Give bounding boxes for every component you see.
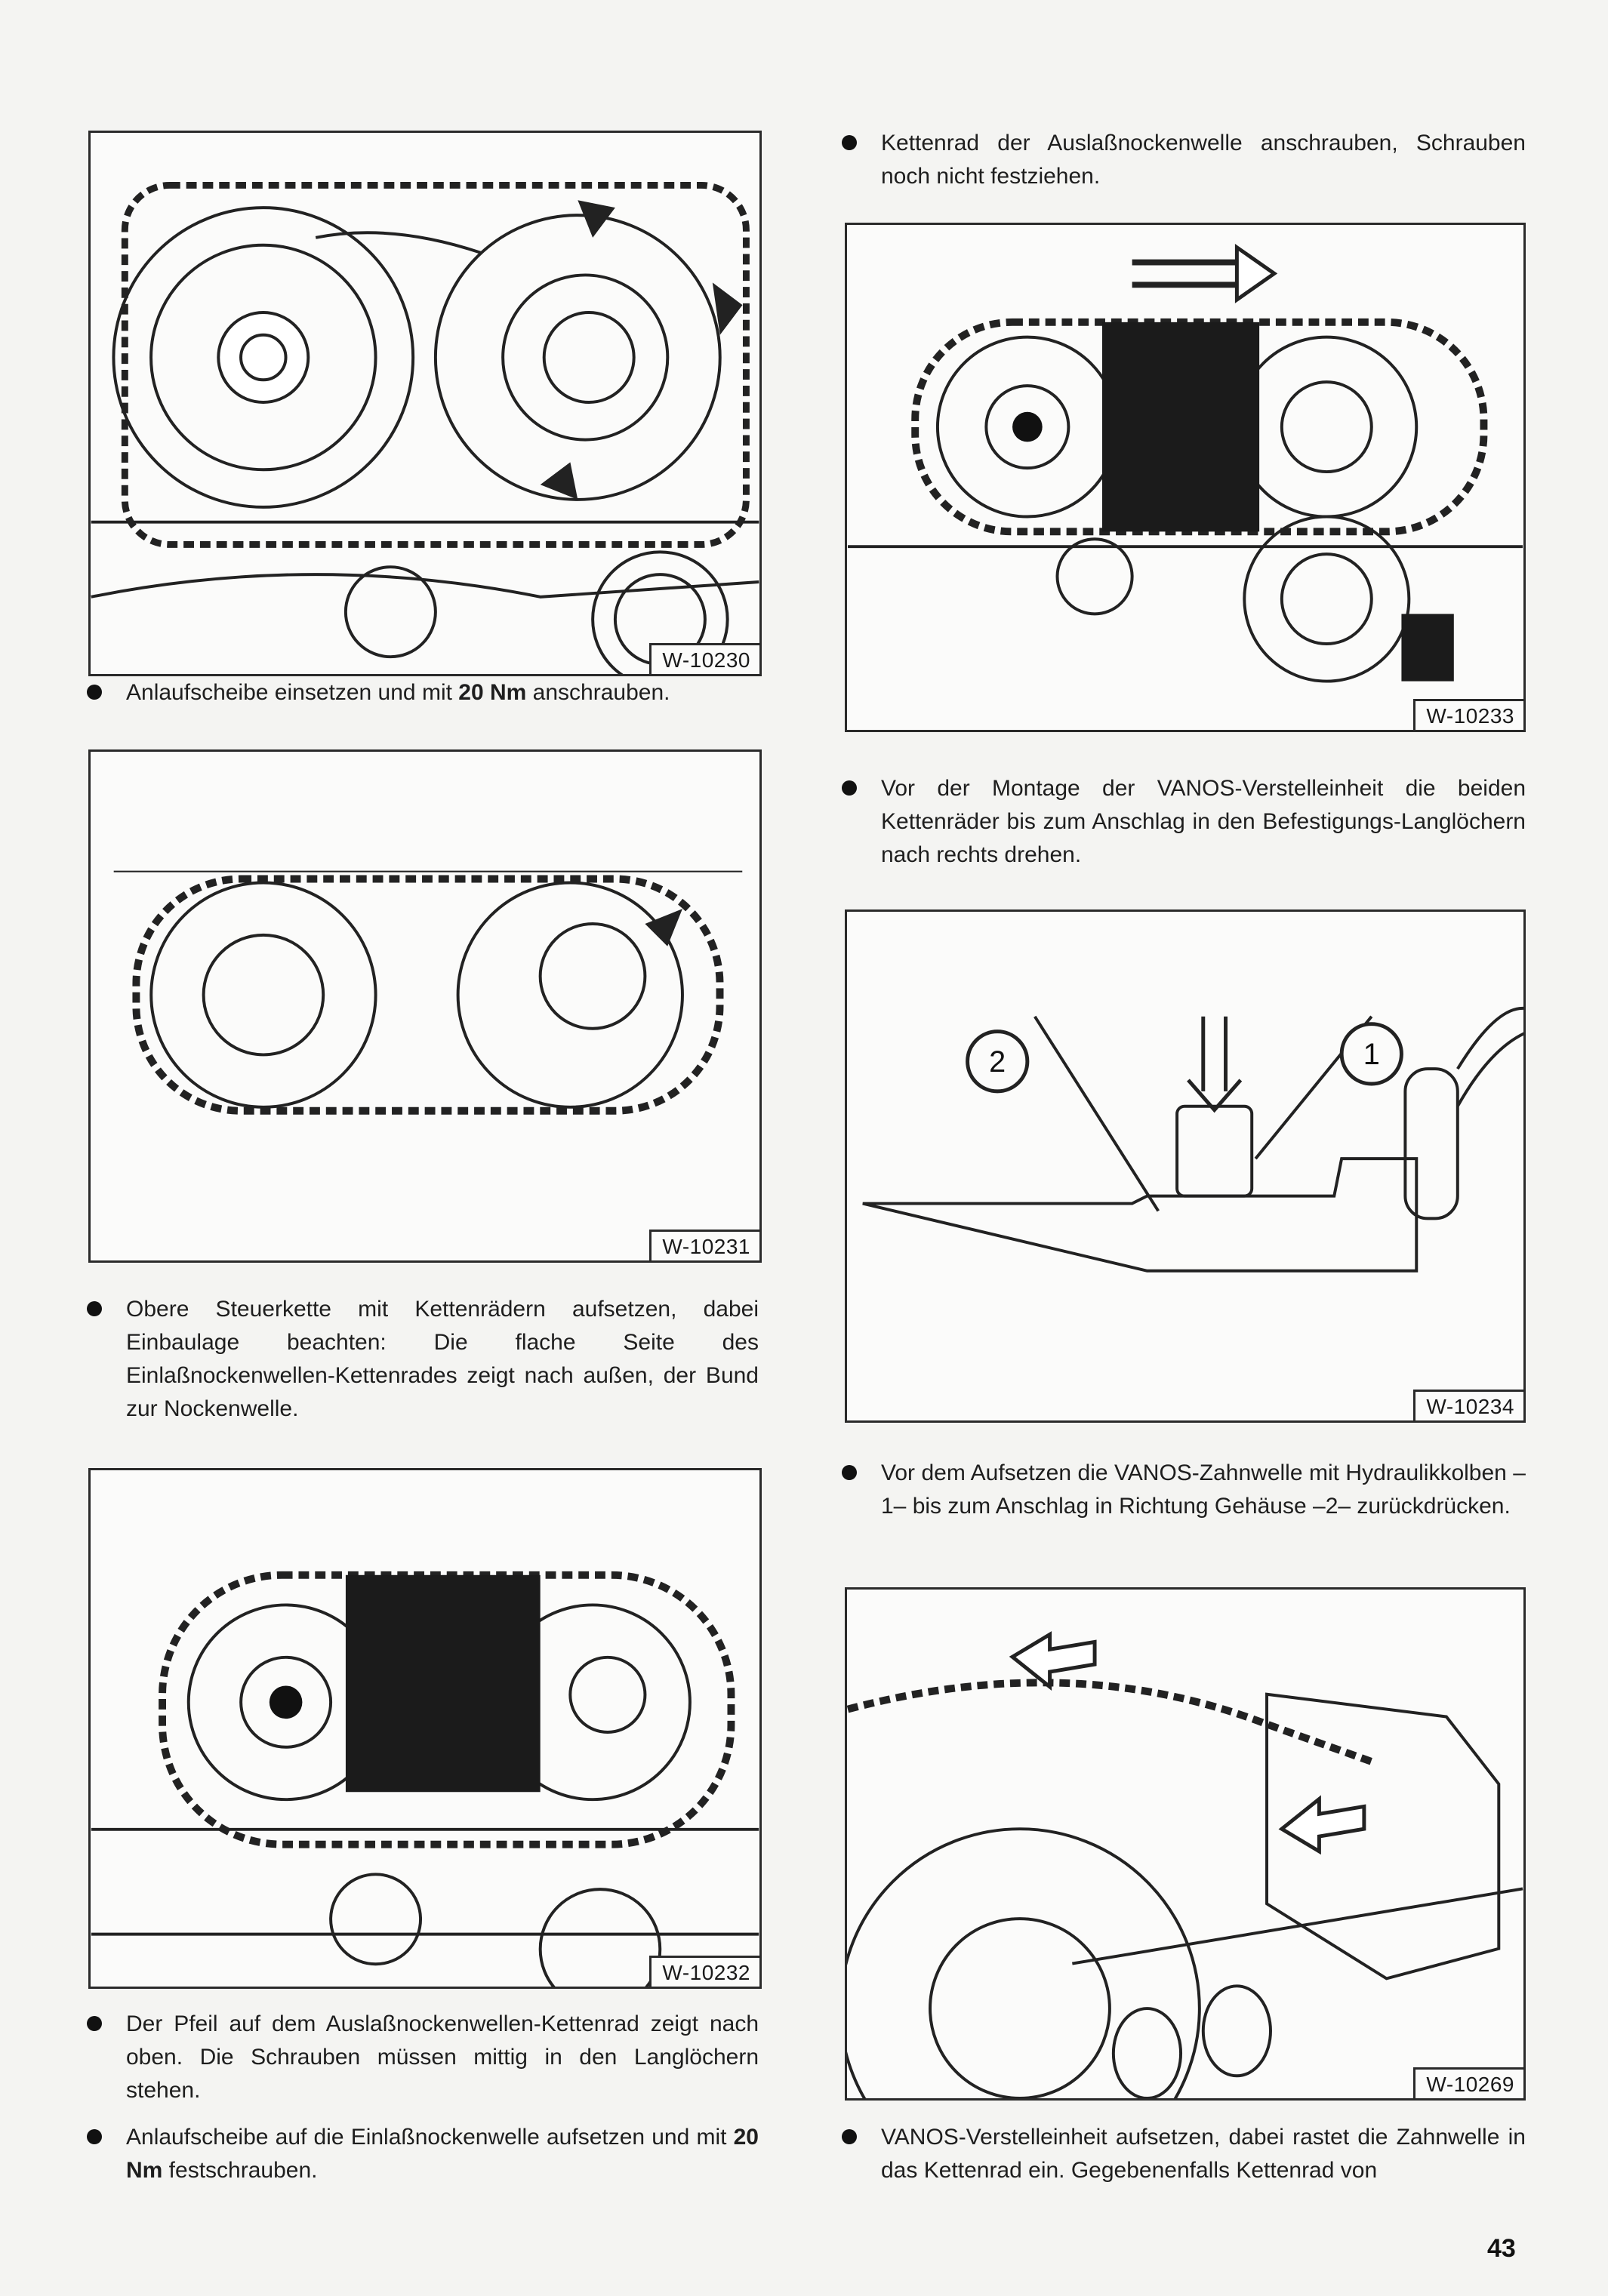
bullet-icon	[87, 2129, 102, 2144]
sprocket-rotation-drawing	[848, 243, 1523, 683]
vanos-install-drawing	[847, 1631, 1523, 2098]
arrow-down-icon	[1187, 1016, 1243, 1113]
upper-timing-chain-drawing	[113, 870, 743, 1115]
callout-piston	[1339, 1022, 1403, 1086]
bullet-icon	[842, 135, 857, 150]
instruction-paragraph: Der Pfeil auf dem Auslaßnockenwellen-Ket…	[87, 2008, 759, 2107]
figure-number: W-10231	[649, 1230, 759, 1260]
chain-sprocket-arrow-drawing	[91, 1571, 759, 1987]
figure-w10232: W-10232	[88, 1468, 762, 1989]
bullet-icon	[87, 2016, 102, 2031]
bullet-icon	[87, 1301, 102, 1316]
figure-number: W-10269	[1413, 2067, 1523, 2098]
figure-number: W-10234	[1413, 1390, 1523, 1420]
bullet-icon	[842, 2129, 857, 2144]
figure-number: W-10230	[649, 643, 759, 674]
instruction-paragraph: Anlaufscheibe einsetzen und mit 20 Nm an…	[87, 676, 762, 709]
bullet-icon	[842, 1465, 857, 1480]
figure-w10233: W-10233	[845, 223, 1526, 732]
callout-piston-label: 1	[1363, 1038, 1380, 1071]
instruction-paragraph: Kettenrad der Auslaßnockenwelle anschrau…	[842, 127, 1526, 193]
instruction-paragraph: Vor der Montage der VANOS-Verstelleinhei…	[842, 772, 1526, 872]
instruction-paragraph: Obere Steuerkette mit Kettenrädern aufse…	[87, 1293, 759, 1426]
page-number: 43	[1487, 2234, 1516, 2263]
figure-w10230: W-10230	[88, 131, 762, 676]
callout-housing-label: 2	[989, 1045, 1006, 1079]
bullet-icon	[87, 685, 102, 700]
instruction-paragraph: Anlaufscheibe auf die Einlaßnockenwelle …	[87, 2121, 759, 2187]
figure-w10234: 2 1 W-10234	[845, 909, 1526, 1423]
instruction-paragraph: Vor dem Aufsetzen die VANOS-Zahnwelle mi…	[842, 1457, 1526, 1523]
bullet-icon	[842, 780, 857, 796]
figure-w10269: W-10269	[845, 1587, 1526, 2101]
figure-number: W-10233	[1413, 699, 1523, 730]
figure-number: W-10232	[649, 1956, 759, 1987]
instruction-paragraph: VANOS-Verstelleinheit aufsetzen, dabei r…	[842, 2121, 1526, 2187]
vanos-unit-drawing: 2 1	[862, 1006, 1523, 1273]
callout-housing	[966, 1030, 1030, 1094]
camshaft-sprocket-drawing	[91, 181, 759, 674]
figure-w10231: W-10231	[88, 749, 762, 1263]
